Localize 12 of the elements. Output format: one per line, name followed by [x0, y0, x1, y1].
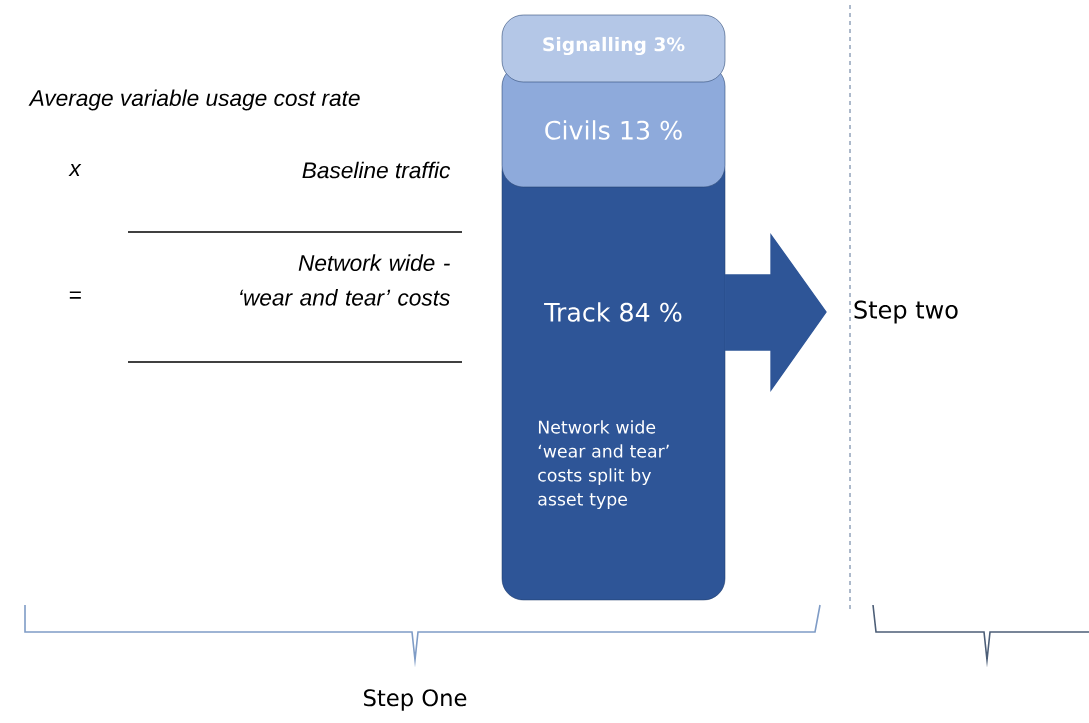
operator-sign: =: [69, 291, 81, 299]
formula-text: Network wide - ‘wear and tear’ costs: [240, 254, 450, 306]
description-text: Network wide ‘wear and tear’ costs split by asset type: [538, 420, 669, 510]
step-label: Step One: [364, 689, 467, 711]
segment-label: Track 84 %: [544, 302, 682, 322]
block-arrow: [724, 232, 827, 393]
segment-label: Signalling 3%: [543, 36, 685, 56]
segment-label: Civils 13 %: [545, 120, 682, 140]
formula-text: Average variable usage cost rate: [28, 89, 360, 111]
step-label: Step two: [854, 300, 958, 324]
operator-sign: x: [68, 164, 82, 176]
formula-text: Baseline traffic: [302, 161, 451, 179]
